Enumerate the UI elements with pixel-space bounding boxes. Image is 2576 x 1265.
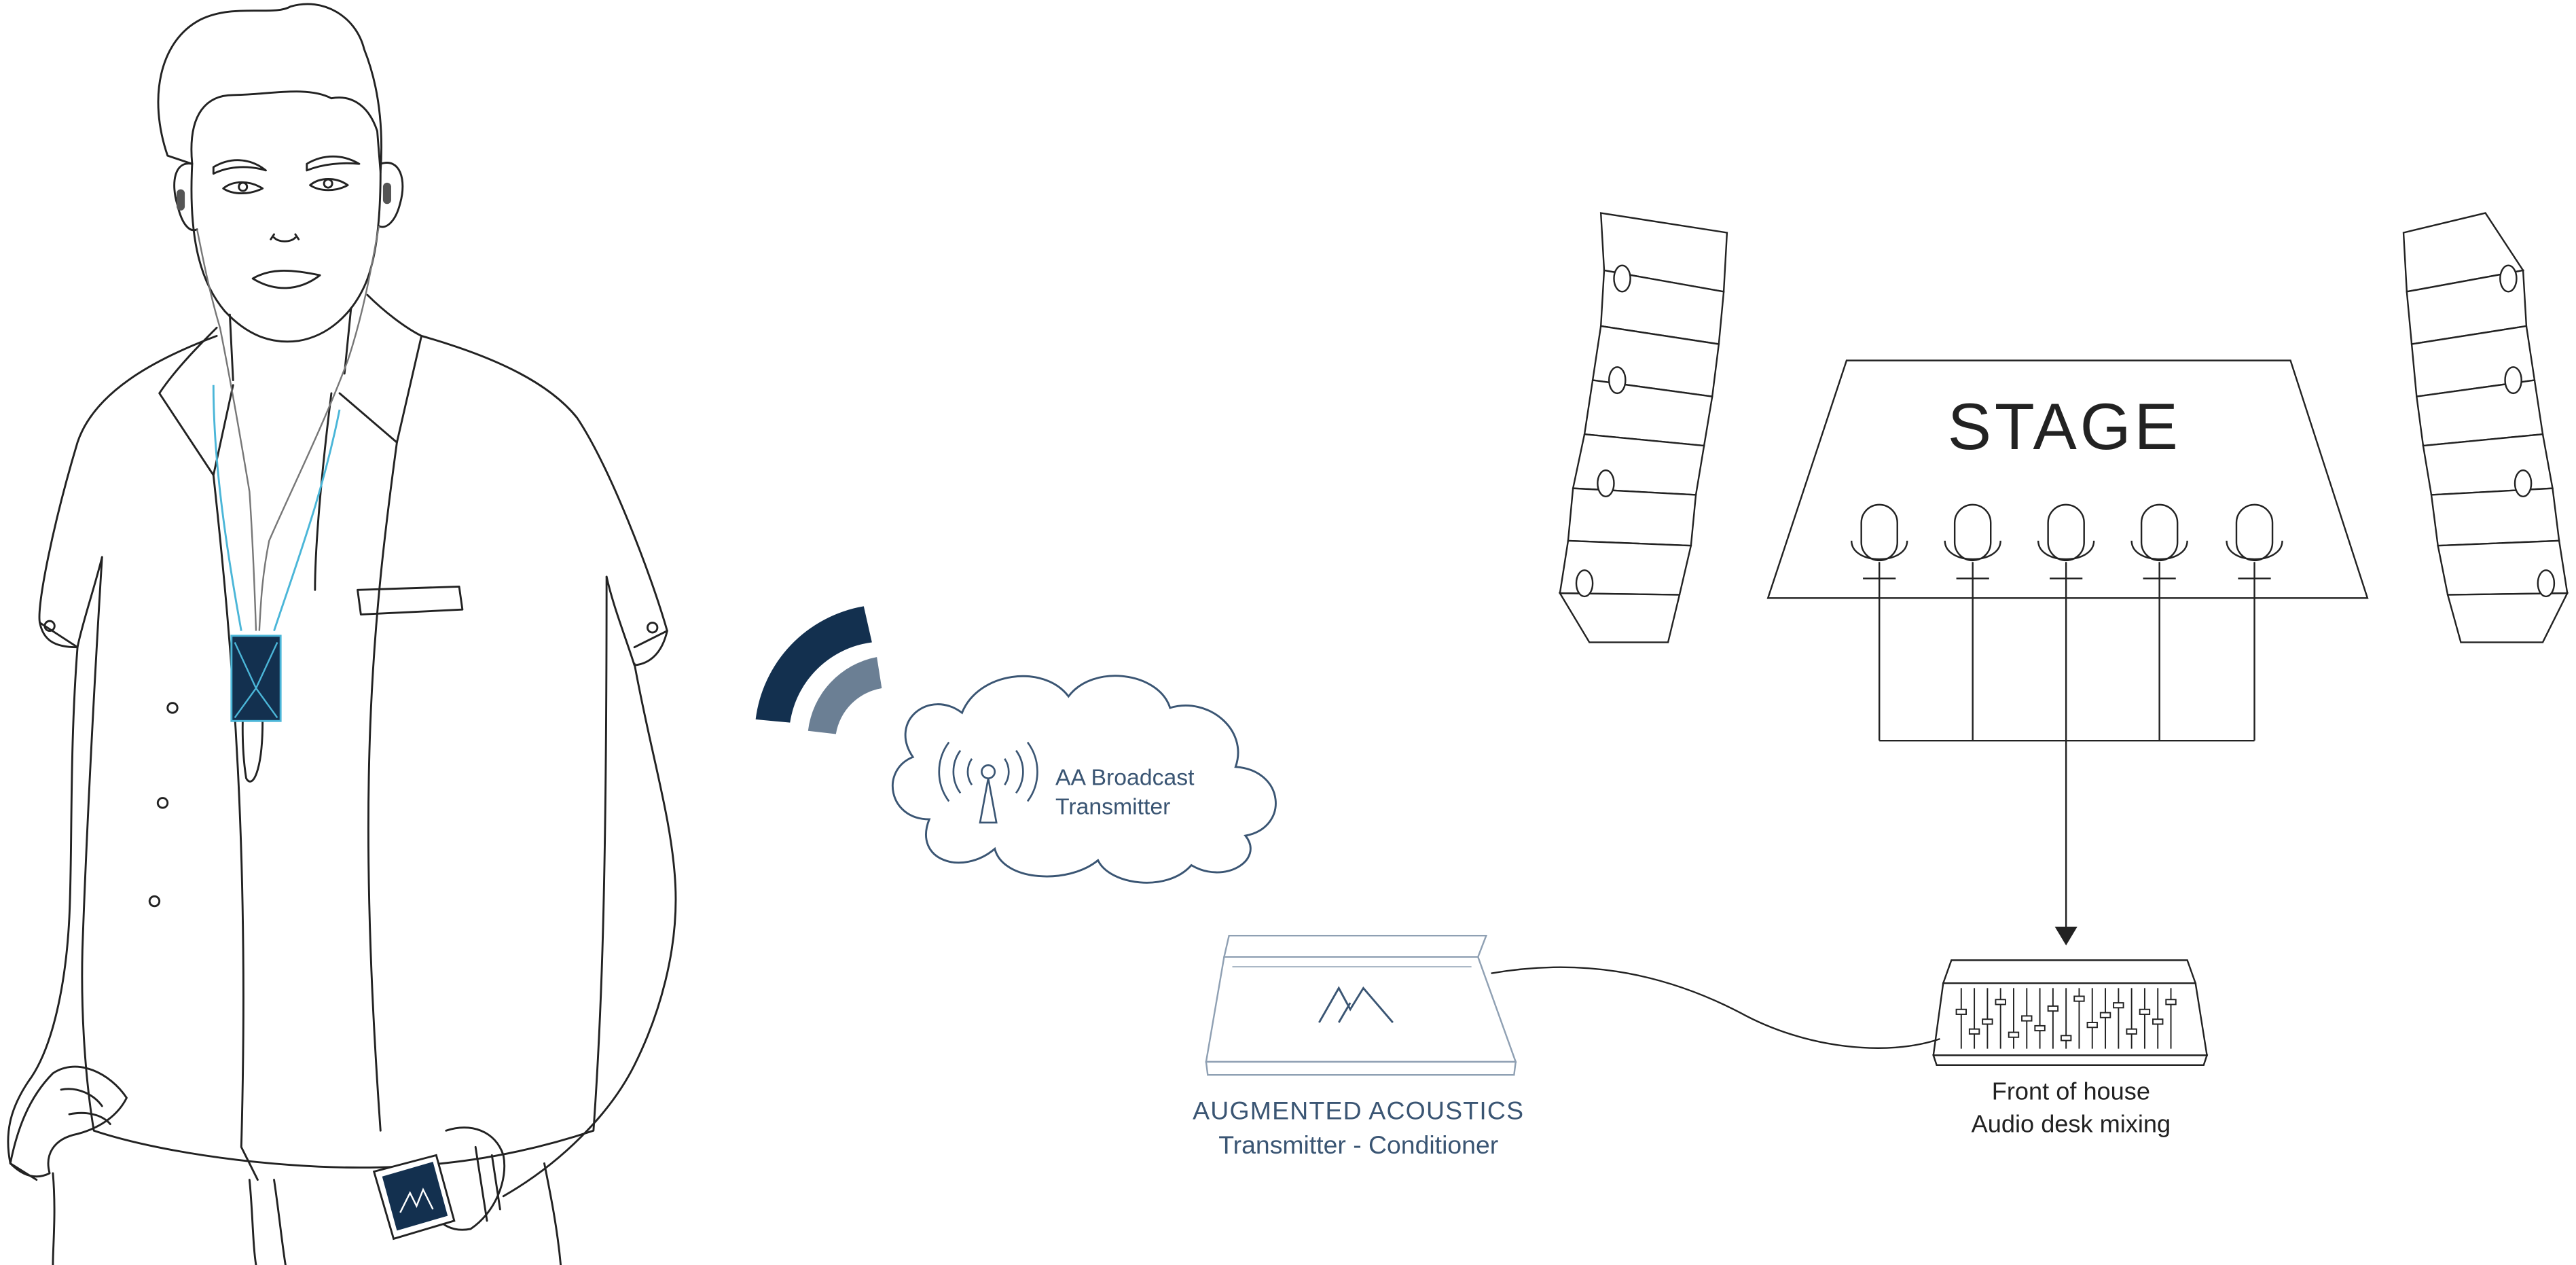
transmitter-label-line1: AUGMENTED ACOUSTICS xyxy=(1193,1096,1524,1124)
microphone-cabling xyxy=(1878,562,2255,946)
mixing-desk-icon xyxy=(1932,959,2209,1066)
speaker-array-right xyxy=(2402,212,2569,643)
stage: STAGE xyxy=(1766,359,2369,599)
wireless-signal-icon xyxy=(755,606,882,734)
microphone-icon xyxy=(2130,503,2188,580)
foh-label-line1: Front of house xyxy=(1992,1077,2150,1105)
broadcast-label-line2: Transmitter xyxy=(1055,794,1170,820)
transmitter-conditioner-icon xyxy=(1205,934,1517,1076)
antenna-icon xyxy=(938,741,1038,824)
handheld-receiver-icon xyxy=(372,1154,456,1241)
earphone-wires xyxy=(196,226,380,631)
speaker-array-left xyxy=(1558,212,1728,643)
receiver-pendant-icon xyxy=(230,635,282,722)
microphone-icon xyxy=(1944,503,2001,580)
microphone-icons xyxy=(1850,503,2283,580)
audio-cable xyxy=(1491,966,1940,1049)
foh-label-line2: Audio desk mixing xyxy=(1972,1110,2171,1138)
microphone-icon xyxy=(1850,503,1908,580)
microphone-icon xyxy=(2226,503,2283,580)
broadcast-cloud: AA Broadcast Transmitter xyxy=(891,675,1277,884)
person-illustration xyxy=(7,3,677,1265)
transmitter-label-line2: Transmitter - Conditioner xyxy=(1218,1130,1498,1159)
lanyard-cord xyxy=(212,385,341,632)
aa-logo-icon xyxy=(1318,986,1394,1023)
stage-label: STAGE xyxy=(1948,391,2181,463)
broadcast-label-line1: AA Broadcast xyxy=(1055,764,1195,790)
